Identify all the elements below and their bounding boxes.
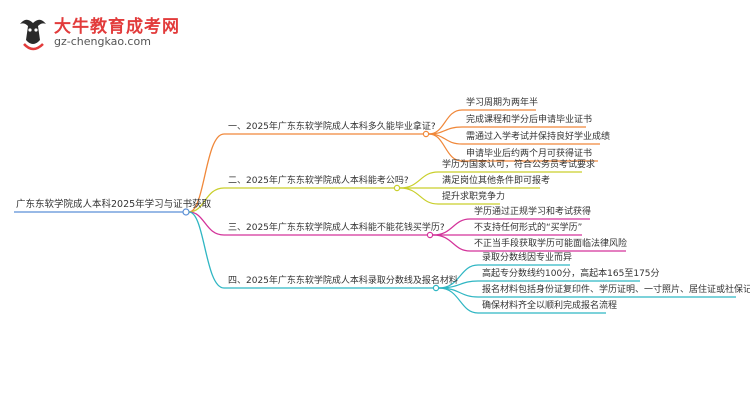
leaf-3-2: 不支持任何形式的“买学历” xyxy=(474,223,583,233)
leaf-4-1: 录取分数线因专业而异 xyxy=(482,253,573,263)
branch-3-dot xyxy=(426,231,434,239)
root-node: 广东东软学院成人本科2025年学习与证书获取 xyxy=(16,199,212,210)
leaf-1-1: 学习周期为两年半 xyxy=(466,98,539,108)
leaf-4-2: 高起专分数线约100分，高起本165至175分 xyxy=(482,269,660,279)
leaf-2-1: 学历为国家认可，符合公务员考试要求 xyxy=(442,160,596,170)
leaf-1-4-connector xyxy=(428,133,463,162)
leaf-1-3: 需通过入学考试并保持良好学业成绩 xyxy=(466,132,611,142)
leaf-4-4-connector xyxy=(438,287,479,314)
leaf-4-4: 确保材料齐全以顺利完成报名流程 xyxy=(482,301,618,311)
branch-1-connector xyxy=(188,133,225,213)
leaf-1-2: 完成课程和学分后申请毕业证书 xyxy=(466,115,593,125)
leaf-1-4: 申请毕业后约两个月可获得证书 xyxy=(466,149,593,159)
branch-2-dot xyxy=(393,184,401,192)
branch-1-label: 一、2025年广东东软学院成人本科多久能毕业拿证? xyxy=(228,122,436,132)
branch-4-label: 四、2025年广东东软学院成人本科录取分数线及报名材料 xyxy=(228,276,458,286)
branch-4-connector xyxy=(188,211,225,289)
branch-2-label: 二、2025年广东东软学院成人本科能考公吗? xyxy=(228,176,409,186)
leaf-2-2: 满足岗位其他条件即可报考 xyxy=(442,176,551,186)
branch-3-label: 三、2025年广东东软学院成人本科能不能花钱买学历? xyxy=(228,223,445,233)
brand-logo: 大牛教育成考网 gz-chengkao.com xyxy=(14,10,214,58)
leaf-4-3: 报名材料包括身份证复印件、学历证明、一寸照片、居住证或社保记录 xyxy=(482,285,750,295)
bull-logo-icon xyxy=(20,19,46,51)
leaf-2-3-connector xyxy=(399,187,439,205)
leaf-2-3: 提升求职竞争力 xyxy=(442,192,506,202)
leaf-3-1: 学历通过正规学习和考试获得 xyxy=(474,207,592,217)
branch-2-connector xyxy=(188,187,225,213)
leaf-3-3-connector xyxy=(432,234,471,252)
branch-4-dot xyxy=(432,284,440,292)
brand-url: gz-chengkao.com xyxy=(54,35,151,48)
leaf-3-3: 不正当手段获取学历可能面临法律风险 xyxy=(474,239,628,249)
branch-1-dot xyxy=(422,130,430,138)
brand-name: 大牛教育成考网 xyxy=(54,17,180,37)
